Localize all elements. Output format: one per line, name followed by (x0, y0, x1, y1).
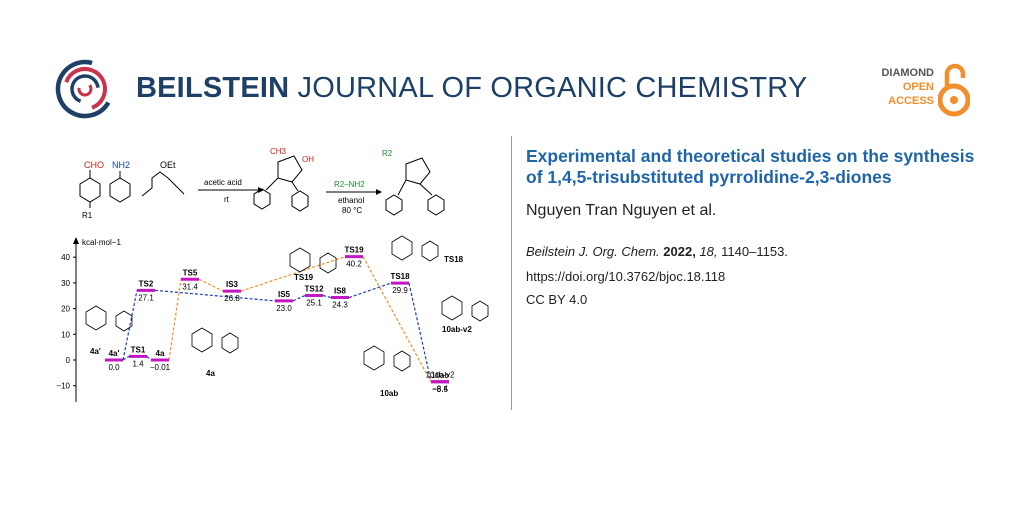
energy-value-is5: 23.0 (276, 304, 292, 313)
y-tick-label: 40 (61, 253, 70, 262)
energy-value-ts5: 31.4 (182, 282, 198, 291)
badge-line-diamond: DIAMOND (881, 67, 934, 79)
vertical-divider (511, 136, 512, 410)
y-tick-label: −10 (56, 382, 70, 391)
open-lock-icon (938, 63, 970, 117)
substituent-label: R1 (82, 211, 93, 220)
y-tick-label: 30 (61, 279, 70, 288)
species-label-4a: 4a (156, 349, 165, 358)
reagent-oet-label: OEt (160, 160, 176, 170)
arrow2-bottom2-label: 80 °C (342, 206, 362, 215)
article-title[interactable]: Experimental and theoretical studies on … (526, 146, 975, 187)
doi-link[interactable]: https://doi.org/10.3762/bjoc.18.118 (526, 269, 726, 284)
amine-r2-label: R2 (382, 149, 393, 158)
beilstein-logo-icon (55, 59, 115, 119)
energy-value-is8: 24.3 (332, 301, 348, 310)
reaction-scheme: CHO R1 NH2 OEt acetic acid rt CH3 OH R2–… (79, 147, 445, 220)
hydroxy-label: OH (302, 155, 314, 164)
methyl-label: CH3 (270, 147, 287, 156)
energy-value-is3: 26.8 (224, 294, 240, 303)
energy-value-ts2: 27.1 (138, 293, 154, 302)
graphical-abstract: CHO R1 NH2 OEt acetic acid rt CH3 OH R2–… (56, 147, 489, 402)
badge-line-open: OPEN (902, 81, 934, 93)
energy-value-10ab: −8.5 (432, 385, 448, 394)
structure-label-10ab: 10ab (380, 389, 398, 398)
structure-label-ts18: TS18 (444, 255, 464, 264)
y-tick-label: 10 (61, 330, 70, 339)
y-tick-label: 0 (66, 356, 71, 365)
y-axis-title: kcal·mol−1 (82, 238, 121, 247)
arrow2-top-label: R2–NH2 (334, 180, 365, 189)
pathway-connector (408, 283, 432, 382)
pathway-connector (322, 294, 332, 299)
structure-label-10ab-v2: 10ab-v2 (442, 325, 472, 334)
arrow2-bottom-label: ethanol (338, 196, 364, 205)
article-info: Experimental and theoretical studies on … (526, 146, 976, 307)
y-tick-label: 20 (61, 305, 70, 314)
species-label-ts19: TS19 (344, 246, 364, 255)
reagent-nh2-label: NH2 (112, 160, 130, 170)
journal-abbrev: Beilstein J. Org. Chem. (526, 244, 660, 259)
structure-label-4a: 4a (206, 369, 215, 378)
species-label-ts18: TS18 (390, 272, 410, 281)
species-label-ts1: TS1 (131, 345, 146, 354)
pathway-connector (168, 279, 182, 361)
energy-diagram: kcal·mol−1 40 30 20 10 0 −10 4a' 0.0 TS1 1.4 4a −0… (56, 235, 489, 402)
energy-value-ts12: 25.1 (306, 298, 322, 307)
structure-sketches (85, 235, 489, 372)
license: CC BY 4.0 (526, 292, 588, 307)
species-label-is3: IS3 (226, 280, 239, 289)
citation: Beilstein J. Org. Chem. 2022, 18, 1140–1… (526, 244, 976, 259)
species-label-10ab: 10ab (431, 371, 449, 380)
diamond-open-access-badge: DIAMOND OPEN ACCESS (878, 60, 970, 120)
species-label-ts12: TS12 (304, 284, 324, 293)
citation-pages: 1140–1153. (721, 244, 788, 259)
energy-value-4a: −0.01 (150, 363, 171, 372)
species-label-is8: IS8 (334, 287, 347, 296)
pathway-connector (240, 256, 346, 292)
pathway-connector (122, 290, 138, 361)
structure-label-4a-prime: 4a' (90, 347, 101, 356)
structure-label-ts19: TS19 (294, 273, 314, 282)
pathway-connector (198, 278, 224, 292)
citation-volume: 18, (699, 244, 718, 259)
species-label-10abv2: 10ab-v2 (426, 371, 455, 380)
energy-value-4a: 0.0 (108, 363, 120, 372)
energy-value-ts18: 29.9 (392, 286, 408, 295)
pathway-connector (348, 282, 392, 299)
journal-name-bold: BEILSTEIN (136, 72, 290, 104)
arrow1-bottom-label: rt (224, 195, 230, 204)
pathway-connector (292, 294, 306, 302)
energy-value-ts1: 1.4 (132, 359, 144, 368)
species-label-ts5: TS5 (183, 268, 198, 277)
article-authors: Nguyen Tran Nguyen et al. (526, 202, 717, 219)
energy-value-10abv2: −8.4 (432, 385, 448, 394)
journal-header: BEILSTEIN JOURNAL OF ORGANIC CHEMISTRY D… (54, 58, 970, 120)
journal-name-rest: JOURNAL OF ORGANIC CHEMISTRY (289, 72, 808, 104)
arrow1-top-label: acetic acid (204, 178, 242, 187)
citation-year: 2022, (663, 244, 696, 259)
species-label-4a: 4a' (109, 349, 120, 358)
energy-value-ts19: 40.2 (346, 260, 362, 269)
species-label-ts2: TS2 (139, 279, 154, 288)
pathway-connector (154, 289, 276, 302)
reagent-cho-label: CHO (84, 160, 104, 170)
badge-line-access: ACCESS (888, 95, 934, 107)
journal-name[interactable]: BEILSTEIN JOURNAL OF ORGANIC CHEMISTRY (136, 72, 807, 105)
pathway-connector (146, 355, 152, 361)
pathway-connector (122, 355, 130, 361)
pathway-connector (362, 256, 432, 383)
species-label-is5: IS5 (278, 290, 291, 299)
